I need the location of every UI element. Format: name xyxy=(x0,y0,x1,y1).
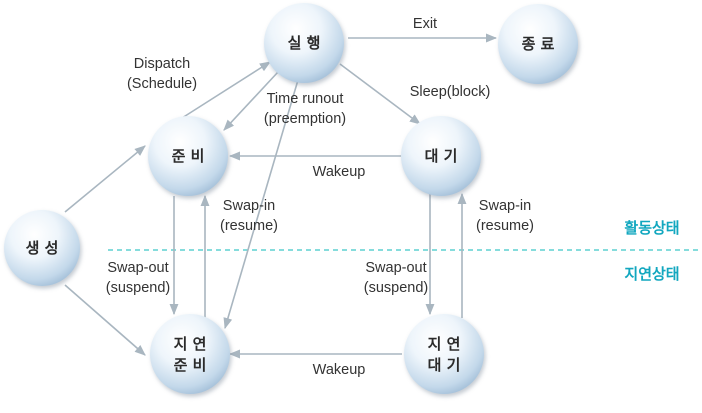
label-wakeup-top: Wakeup xyxy=(313,164,366,180)
node-waiting: 대 기 xyxy=(401,116,481,196)
node-waiting-label: 대 기 xyxy=(425,147,458,165)
edge-create-to-ready xyxy=(64,145,146,213)
node-suspended-ready-line1: 지 연 xyxy=(174,335,207,353)
node-ready: 준 비 xyxy=(148,116,228,196)
zone-active-label: 활동상태 xyxy=(624,219,679,237)
label-swap-in-right-line2: (resume) xyxy=(476,218,534,234)
label-swap-in-right-line1: Swap-in xyxy=(479,198,531,214)
node-create-label: 생 성 xyxy=(26,239,59,257)
edge-create-to-suspended-ready xyxy=(64,284,146,356)
node-suspended-waiting-line2: 대 기 xyxy=(428,356,461,374)
node-create: 생 성 xyxy=(4,210,80,286)
node-terminated-label: 종 료 xyxy=(522,35,555,53)
label-swap-out-left-line2: (suspend) xyxy=(106,280,170,296)
label-swap-in-left-line2: (resume) xyxy=(220,218,278,234)
label-dispatch-line1: Dispatch xyxy=(134,56,190,72)
node-terminated: 종 료 xyxy=(498,4,578,84)
label-exit: Exit xyxy=(413,16,437,32)
zone-suspended-label: 지연상태 xyxy=(624,265,679,283)
node-suspended-waiting-line1: 지 연 xyxy=(428,335,461,353)
label-swap-out-right-line2: (suspend) xyxy=(364,280,428,296)
label-swap-out-right-line1: Swap-out xyxy=(365,260,426,276)
label-dispatch-line2: (Schedule) xyxy=(127,76,197,92)
label-time-runout-line1: Time runout xyxy=(267,91,344,107)
node-suspended-ready-line2: 준 비 xyxy=(174,356,207,374)
node-ready-label: 준 비 xyxy=(172,147,205,165)
label-sleep: Sleep(block) xyxy=(410,84,491,100)
edge-time-runout xyxy=(223,71,279,131)
node-running-label: 실 행 xyxy=(288,34,321,52)
node-suspended-waiting: 지 연 대 기 xyxy=(404,314,484,394)
node-running: 실 행 xyxy=(264,3,344,83)
label-wakeup-bottom: Wakeup xyxy=(313,362,366,378)
edge-running-to-suspended-ready xyxy=(223,79,299,330)
node-suspended-ready: 지 연 준 비 xyxy=(150,314,230,394)
edge-dispatch xyxy=(181,61,271,119)
edge-sleep xyxy=(339,63,421,125)
label-swap-in-left-line1: Swap-in xyxy=(223,198,275,214)
label-swap-out-left-line1: Swap-out xyxy=(107,260,168,276)
label-time-runout-line2: (preemption) xyxy=(264,111,346,127)
